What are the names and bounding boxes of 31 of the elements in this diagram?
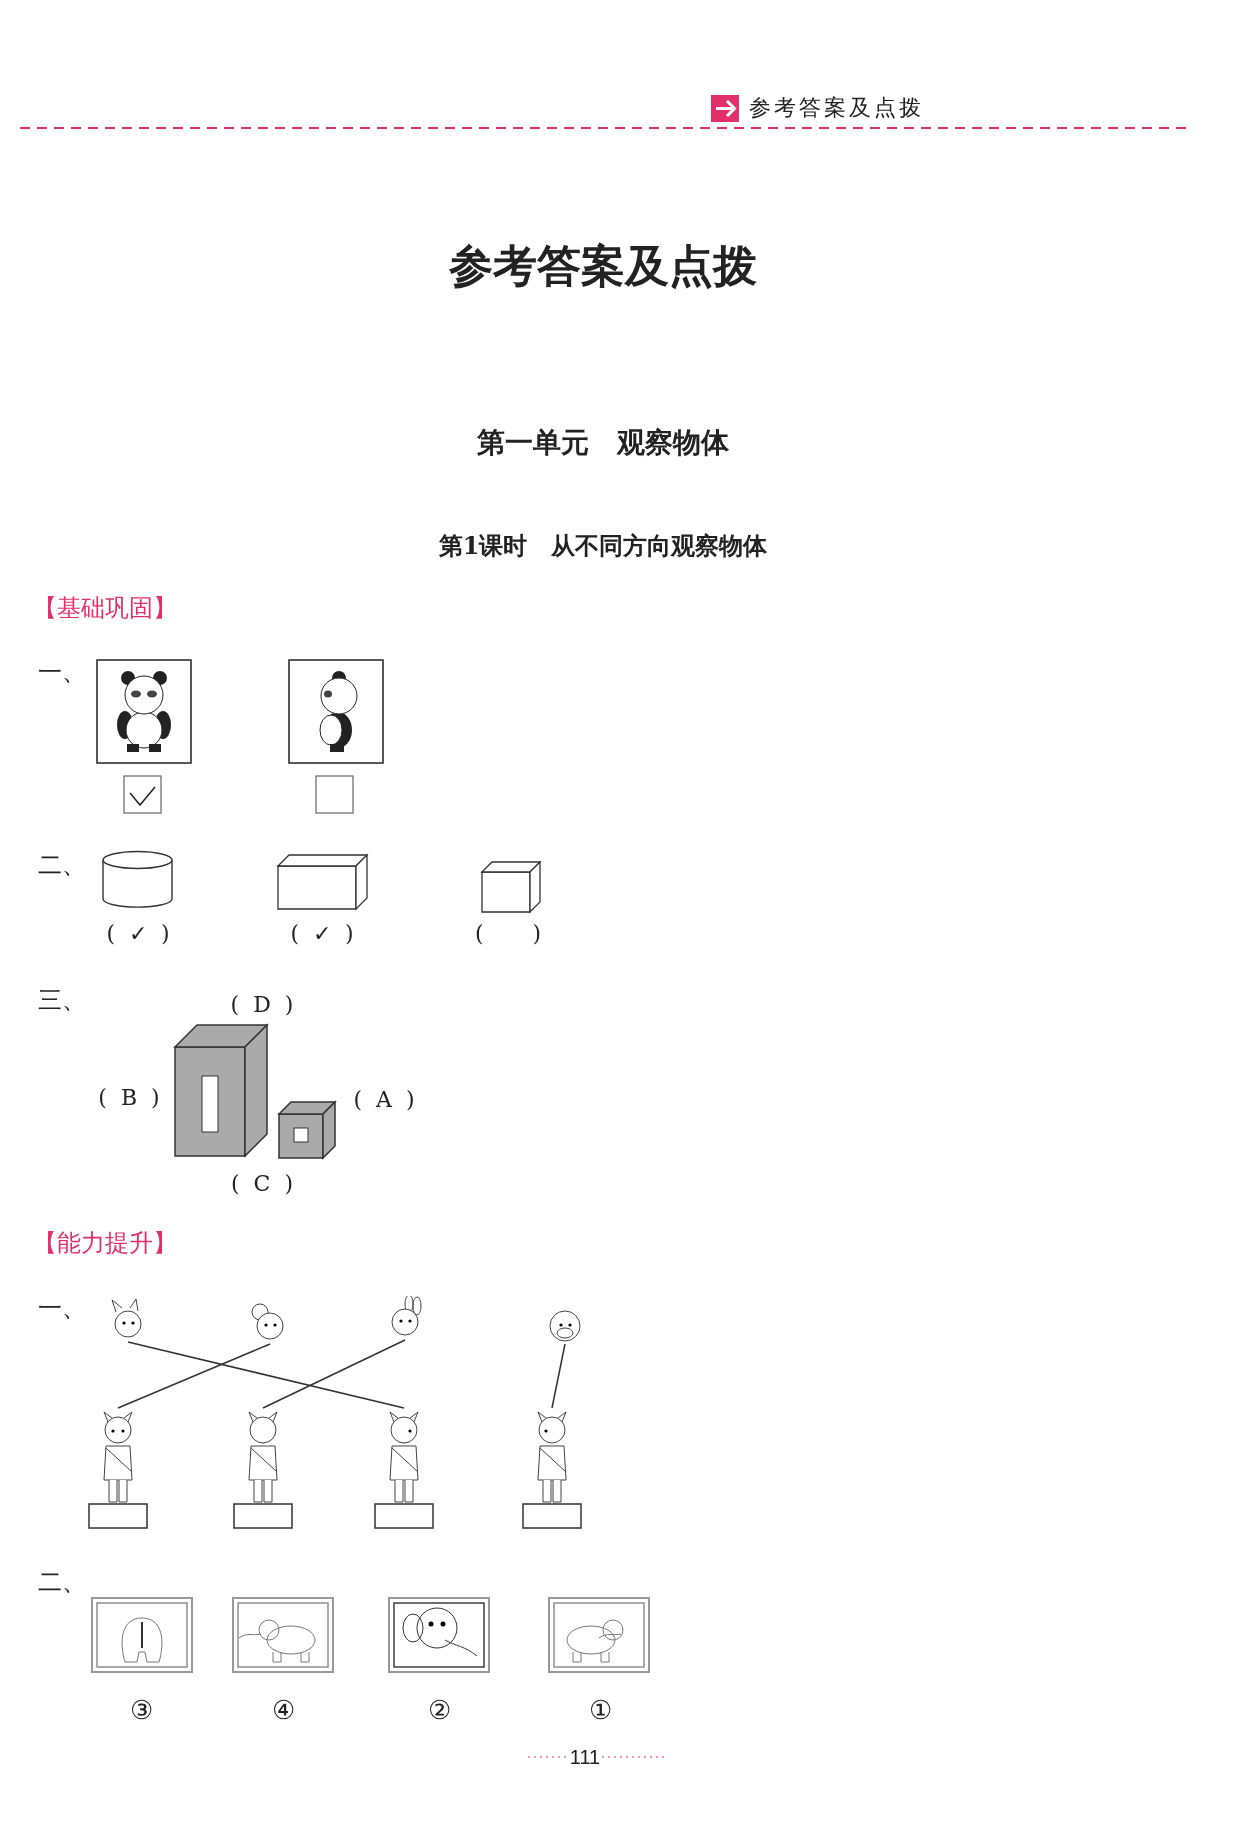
figurine-drawing (374, 1408, 434, 1530)
answer-text: ( C ) (231, 1171, 293, 1197)
answer-text: ( ) (474, 921, 542, 947)
running-head: 参考答案及点拨 (748, 95, 924, 121)
connecting-line (551, 1343, 566, 1409)
unit-title: 第一单元 观察物体 (477, 427, 729, 459)
figurine-drawing (88, 1408, 148, 1530)
figurine-drawing (522, 1408, 582, 1530)
connecting-line (117, 1343, 271, 1409)
page-title: 参考答案及点拨 (449, 241, 757, 291)
page-number: 111 (569, 1746, 601, 1768)
question-number: 三、 (38, 986, 86, 1014)
answer-text: ( ✓ ) (106, 921, 170, 947)
answer-text: ( ✓ ) (290, 921, 354, 947)
answer-text: ( A ) (353, 1087, 415, 1113)
circled-number: ④ (271, 1695, 295, 1725)
section-heading: 【基础巩固】 (33, 594, 177, 622)
connecting-line (127, 1341, 405, 1409)
circled-number: ③ (129, 1695, 153, 1725)
connecting-line (262, 1339, 406, 1409)
circled-number: ② (427, 1695, 451, 1725)
answer-text: ( D ) (230, 992, 294, 1018)
circled-number: ① (588, 1695, 612, 1725)
section-heading: 【能力提升】 (33, 1229, 177, 1257)
figurine-drawing (233, 1408, 293, 1530)
question-number: 一、 (38, 658, 86, 686)
lesson-title: 第1课时 从不同方向观察物体 (438, 532, 768, 560)
answer-text: ( B ) (98, 1085, 160, 1111)
question-number: 一、 (38, 1294, 86, 1322)
question-number: 二、 (38, 1568, 86, 1596)
question-number: 二、 (38, 851, 86, 879)
